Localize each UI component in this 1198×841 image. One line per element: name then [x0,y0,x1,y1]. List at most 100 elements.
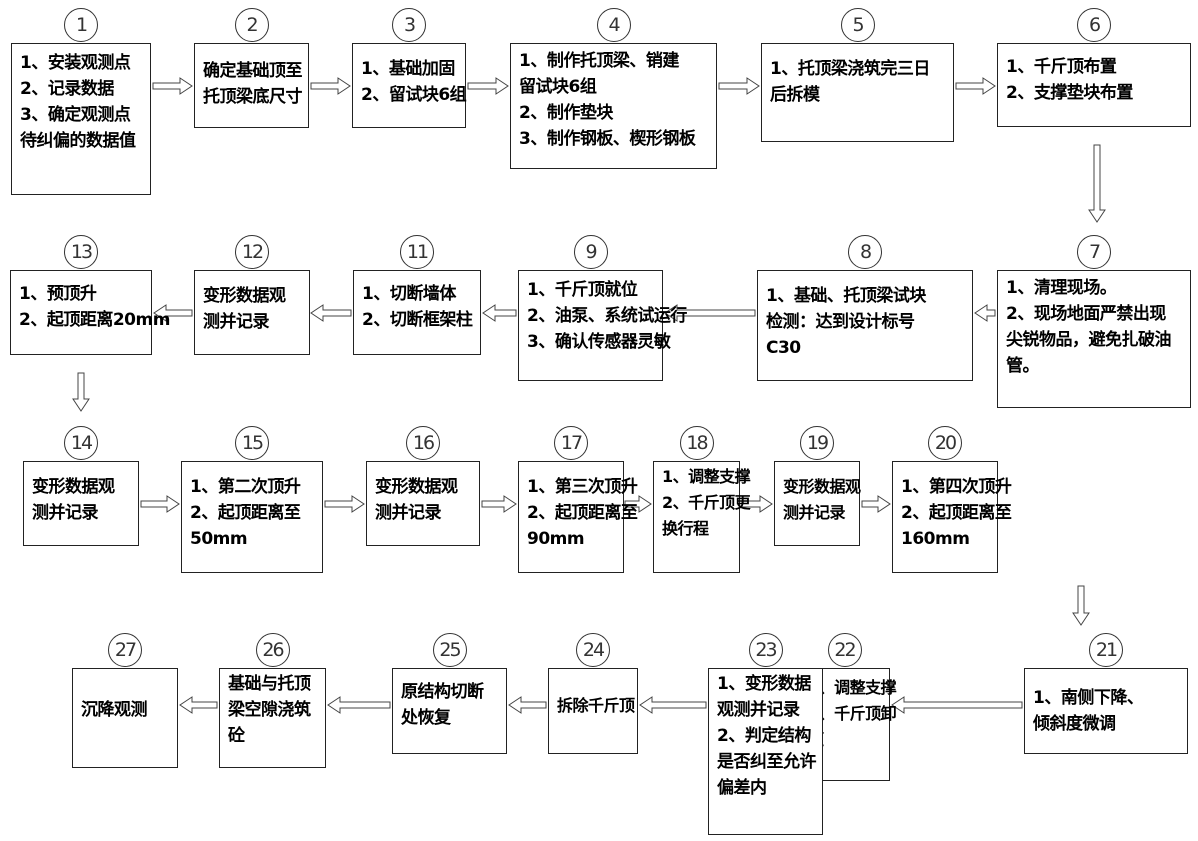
hollow-arrow-icon [1088,144,1106,223]
hollow-arrow-icon [482,304,517,322]
step-text-line: 变形数据观 [203,286,286,306]
step-number-badge: 3 [392,8,426,42]
step-text-line: 1、预顶升 [19,284,97,304]
step-text-line: 测并记录 [375,503,442,523]
step-text-line: 变形数据观 [375,477,458,497]
step-text-line: 1、第三次顶升 [527,477,638,497]
step-text-line: 沉降观测 [81,700,148,720]
step-box-16: 变形数据观测并记录 [366,461,480,546]
step-text-line: 拆除千斤顶 [557,696,635,715]
step-text-line: 1、切断墙体 [362,284,456,304]
hollow-arrow-icon [508,696,547,714]
step-number-badge: 19 [800,426,834,460]
step-text-line: 2、起顶距离至 [901,503,1012,523]
step-text-line: 1、第四次顶升 [901,477,1012,497]
hollow-arrow-icon [974,304,996,322]
step-number-badge: 27 [108,633,142,667]
step-text-line: 50mm [190,529,248,549]
hollow-arrow-icon [467,77,509,95]
step-text-line: 测并记录 [203,312,270,332]
hollow-arrow-icon [327,696,391,714]
step-text-line: 测并记录 [783,503,846,522]
step-text-line: 砼 [228,726,245,746]
hollow-arrow-icon [718,77,760,95]
step-text-line: 3、确认传感器灵敏 [527,332,671,352]
step-text-line: 2、制作垫块 [519,103,613,123]
step-number-badge: 15 [235,426,269,460]
step-text-line: 3、制作钢板、楔形钢板 [519,129,696,149]
step-text-line: 1、千斤顶就位 [527,280,638,300]
step-text-line: 1、基础、托顶梁试块 [766,286,926,306]
step-text-line: 2、起顶距离至 [190,503,301,523]
step-text-line: 尖锐物品，避免扎破油 [1006,330,1172,350]
step-number-badge: 5 [840,8,875,42]
step-number-badge: 16 [406,426,440,460]
step-number-badge: 4 [596,8,631,42]
step-text-line: 观测并记录 [717,700,800,720]
step-number-badge: 13 [64,235,98,269]
step-text-line: 是否纠至允许 [717,752,817,772]
step-text-line: 2、现场地面严禁出现 [1006,304,1166,324]
step-box-13: 1、预顶升 2、起顶距离20mm [10,270,170,355]
step-text-line: 2、判定结构 [717,726,811,746]
step-text-line: 梁空隙浇筑 [228,700,311,720]
step-text-line: 管。 [1006,356,1040,376]
step-box-26: 基础与托顶梁空隙浇筑砼 [219,668,326,768]
step-text-line: 测并记录 [32,503,99,523]
step-number-badge: 14 [64,426,98,460]
step-text-line: 1、第二次顶升 [190,477,301,497]
step-number-badge: 22 [827,633,862,667]
step-text-line: 基础与托顶 [228,674,311,694]
hollow-arrow-icon [891,696,1023,714]
step-text-line: 换行程 [662,519,709,538]
hollow-arrow-icon [639,696,707,714]
step-text-line: 1、托顶梁浇筑完三日 [770,59,930,79]
hollow-arrow-icon [152,77,193,95]
step-text-line: 2、留试块6组 [361,85,467,105]
step-text-line: 1、调整支撑 [662,467,751,486]
step-text-line: 2、千斤顶卸 [808,704,897,723]
step-text-line: 变形数据观 [783,477,861,496]
step-number-badge: 11 [400,235,434,269]
step-text-line: 1、南侧下降、 [1033,688,1144,708]
step-box-14: 变形数据观测并记录 [23,461,139,546]
step-box-9: 1、千斤顶就位 2、油泵、系统试运行 3、确认传感器灵敏 [518,270,687,381]
step-text-line: 检测：达到设计标号 [766,312,915,332]
step-text-line: 2、千斤顶更 [662,493,751,512]
hollow-arrow-icon [310,77,351,95]
step-text-line: 1、千斤顶布置 [1006,57,1117,77]
step-box-27: 沉降观测 [72,668,178,768]
step-text-line: 1、变形数据 [717,674,811,694]
step-text-line: 留试块6组 [519,77,597,97]
step-number-badge: 8 [848,235,882,269]
step-text-line: 160mm [901,529,970,549]
step-text-line: 2、起顶距离20mm [19,310,170,330]
step-text-line: 2、油泵、系统试运行 [527,306,687,326]
step-text-line: 处恢复 [401,708,451,728]
step-text-line: 托顶梁底尺寸 [203,87,303,107]
step-box-19: 变形数据观测并记录 [774,461,861,546]
step-number-badge: 12 [235,235,269,269]
step-number-badge: 21 [1089,633,1123,667]
hollow-arrow-icon [310,304,352,322]
step-number-badge: 2 [234,8,269,42]
step-number-badge: 18 [679,426,714,460]
step-number-badge: 1 [64,8,98,42]
step-box-21: 1、南侧下降、倾斜度微调 [1024,668,1188,754]
step-number-badge: 17 [554,426,588,460]
step-box-11: 1、切断墙体 2、切断框架柱 [353,270,481,355]
step-number-badge: 20 [928,426,962,460]
hollow-arrow-icon [955,77,996,95]
hollow-arrow-icon [1072,585,1090,626]
step-box-7: 1、清理现场。2、现场地面严禁出现尖锐物品，避免扎破油管。 [997,270,1191,408]
step-text-line: 2、切断框架柱 [362,310,473,330]
step-text-line: 3、确定观测点 [20,105,131,125]
hollow-arrow-icon [481,495,517,513]
step-text-line: 90mm [527,529,585,549]
